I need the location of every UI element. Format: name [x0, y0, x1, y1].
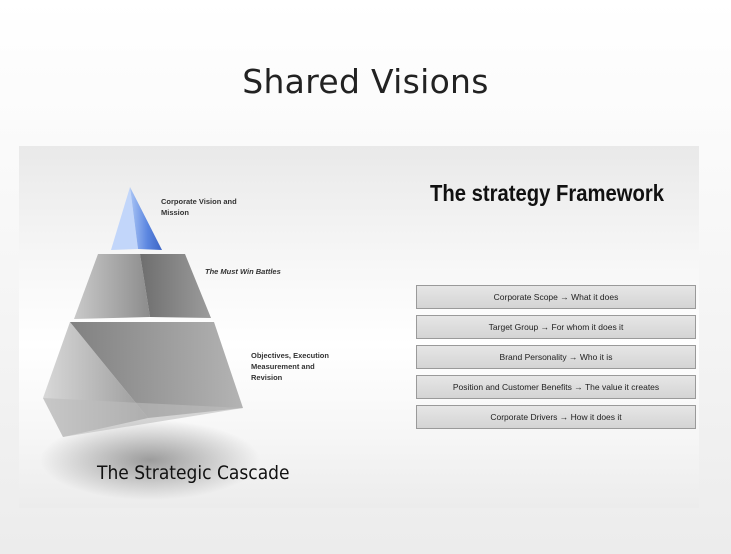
pyramid-caption: The Strategic Cascade	[97, 462, 290, 484]
pyramid-tier-2-right	[140, 254, 211, 318]
framework-title: The strategy Framework	[430, 180, 664, 206]
pyramid-shadow	[40, 420, 260, 500]
pyramid-label-objectives: Objectives, Execution Measurement and Re…	[251, 351, 329, 382]
framework-row-brand: Brand Personality → Who it is	[416, 345, 696, 369]
pyramid-tier-3-base	[43, 398, 243, 437]
slide-title: Shared Visions	[242, 62, 489, 101]
pyramid-label-vision: Corporate Vision and Mission	[161, 197, 237, 217]
framework-row-scope: Corporate Scope → What it does	[416, 285, 696, 309]
pyramid-tier-3-right	[70, 322, 243, 418]
pyramid-tier-1-right	[130, 187, 162, 250]
pyramid-tier-2-left	[74, 254, 150, 319]
pyramid-label-battles: The Must Win Battles	[205, 267, 281, 276]
framework-row-target: Target Group → For whom it does it	[416, 315, 696, 339]
pyramid-tier-1-left	[111, 187, 138, 250]
framework-row-position: Position and Customer Benefits → The val…	[416, 375, 696, 399]
framework-row-drivers: Corporate Drivers → How it does it	[416, 405, 696, 429]
